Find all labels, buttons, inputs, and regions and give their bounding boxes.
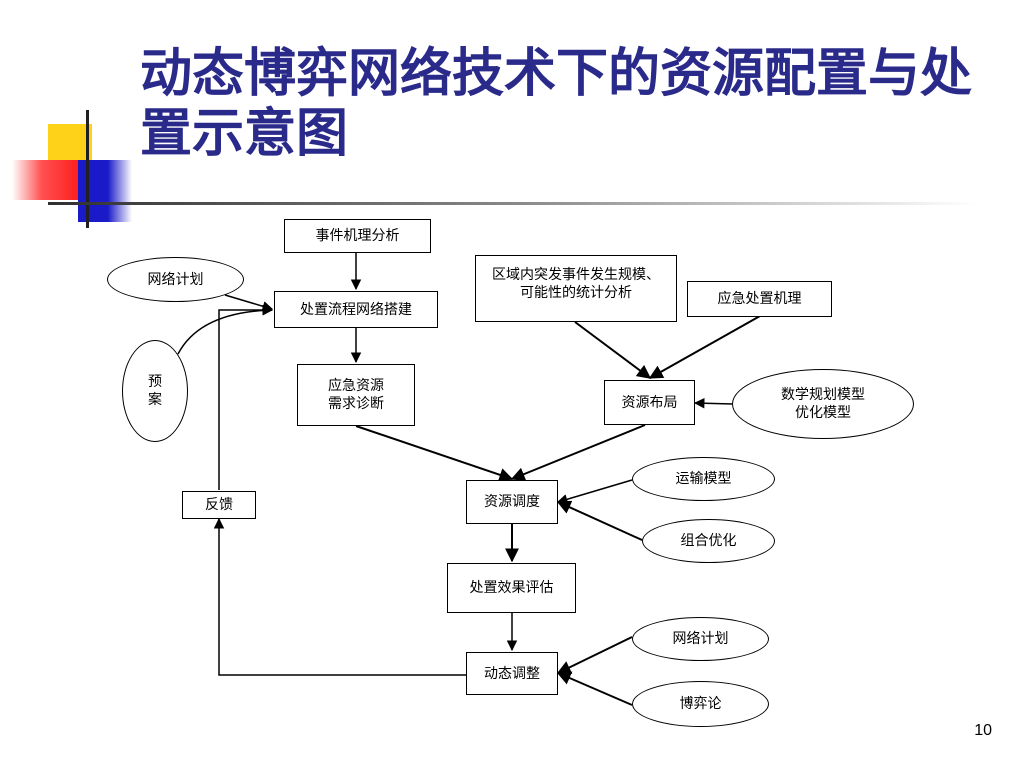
ellipse-game-theory: 博弈论: [632, 681, 769, 727]
page-number: 10: [974, 722, 992, 739]
edge-netplan-to-process: [224, 294, 274, 312]
edge-feedback-to-process: [218, 304, 274, 490]
edge-layout-to-dispatch: [510, 424, 646, 481]
edge-game-to-adjustment: [556, 671, 633, 706]
box-regional-statistics: 区域内突发事件发生规模、 可能性的统计分析: [475, 255, 677, 322]
edge-netplan2-to-adjustment: [556, 636, 633, 674]
edge-plan-to-process: [177, 305, 274, 355]
deco-vertical-line: [86, 110, 89, 228]
ellipse-plan: 预 案: [122, 340, 188, 442]
ellipse-network-plan-bottom: 网络计划: [632, 617, 769, 661]
box-resource-dispatch: 资源调度: [466, 480, 558, 524]
edge-adjustment-to-feedback: [213, 517, 466, 676]
box-resource-layout: 资源布局: [604, 380, 695, 425]
box-event-analysis: 事件机理分析: [284, 219, 431, 253]
edge-math-to-layout: [693, 398, 734, 409]
box-dynamic-adjustment: 动态调整: [466, 652, 558, 695]
ellipse-network-plan-top: 网络计划: [107, 257, 244, 302]
title-divider: [48, 202, 978, 205]
deco-red-square: [12, 160, 78, 200]
edge-combopt-to-dispatch: [556, 500, 643, 541]
ellipse-transport-model: 运输模型: [632, 457, 775, 501]
ellipse-math-model: 数学规划模型 优化模型: [732, 369, 914, 439]
box-emergency-mechanism: 应急处置机理: [687, 281, 832, 317]
edge-statistics-to-layout: [574, 321, 652, 379]
box-feedback: 反馈: [182, 491, 256, 519]
edge-mechanism-to-layout: [648, 315, 761, 379]
edge-transport-to-dispatch: [556, 479, 633, 505]
box-effect-evaluation: 处置效果评估: [447, 563, 576, 613]
ellipse-combinatorial-optimization: 组合优化: [642, 519, 775, 563]
slide-title: 动态博弈网络技术下的资源配置与处置示意图: [140, 43, 973, 164]
box-emergency-resource-diagnosis: 应急资源 需求诊断: [297, 364, 415, 426]
box-process-network: 处置流程网络搭建: [274, 291, 438, 328]
edge-diagnosis-to-dispatch: [355, 425, 514, 482]
